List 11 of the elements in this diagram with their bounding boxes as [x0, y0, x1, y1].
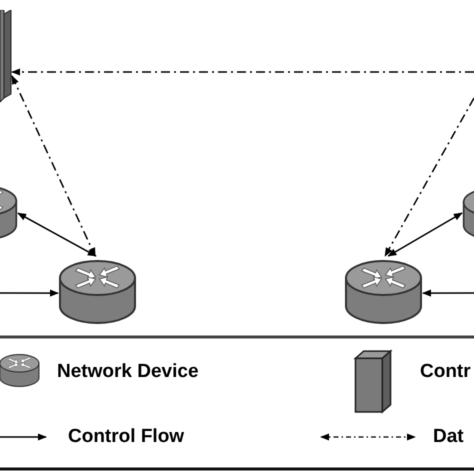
legend-label: Control Flow — [68, 425, 184, 449]
legend-label: Dat — [433, 425, 464, 449]
arrow — [422, 289, 474, 297]
legend-label: Network Device — [57, 360, 199, 384]
arrow — [387, 212, 463, 257]
dash-dot-arrow — [11, 75, 96, 257]
arrow — [17, 212, 97, 257]
dash-dot-arrow — [11, 68, 474, 76]
dash-dot-arrow — [384, 98, 474, 257]
arrow — [0, 289, 59, 297]
legend-label: Contr — [420, 360, 471, 384]
